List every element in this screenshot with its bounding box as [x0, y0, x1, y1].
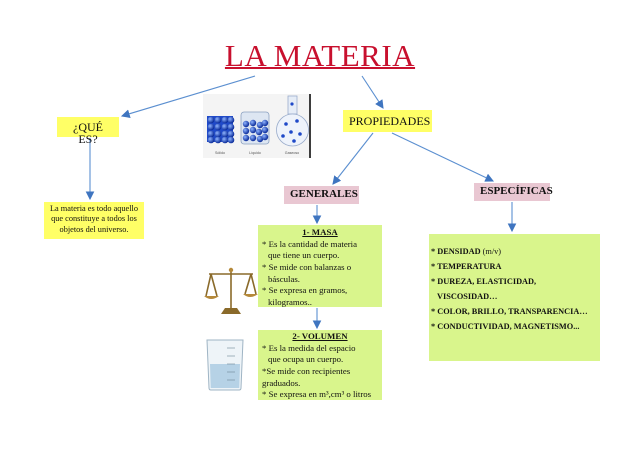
generales-box: GENERALES [284, 186, 359, 204]
masa-line: * Se expresa en gramos, [262, 285, 348, 296]
especificas-list-box: * DENSIDAD (m/v) * TEMPERATURA * DUREZA,… [429, 234, 600, 361]
caption-gaseoso: Gaseoso [285, 151, 299, 155]
states-of-matter-image: Sólido Líquido Gaseoso [203, 94, 311, 158]
masa-box: 1- MASA * Es la cantidad de materia que … [258, 225, 382, 307]
volumen-line: *Se mide con recipientes [262, 366, 351, 377]
arrow-propiedades-to-generales [332, 132, 374, 185]
masa-line: básculas. [268, 273, 301, 284]
arrow-propiedades-to-especificas [391, 132, 494, 182]
caption-liquido: Líquido [249, 151, 261, 155]
especificas-item: * TEMPERATURA [431, 262, 502, 272]
volumen-line: graduados. [262, 377, 301, 388]
solid-cube-icon [207, 116, 235, 144]
especificas-item: VISCOSIDAD… [437, 292, 498, 302]
volumen-line: que ocupa un cuerpo. [268, 354, 344, 365]
balance-scale-icon [203, 262, 259, 318]
definition-line: que constituye a todos los [51, 214, 137, 224]
masa-line: kilogramos.. [268, 297, 312, 308]
masa-heading: 1- MASA [302, 227, 338, 237]
page-title: LA MATERIA [224, 38, 416, 73]
gas-flask-icon [276, 95, 309, 147]
que-es-box: ¿QUÉ ES? [57, 117, 119, 145]
especificas-item: * DUREZA, ELASTICIDAD, [431, 277, 537, 287]
arrow-title-to-propiedades [361, 75, 384, 109]
especificas-item: * CONDUCTIVIDAD, MAGNETISMO... [431, 322, 580, 332]
volumen-line: * Es la medida del espacio [262, 342, 356, 353]
especificas-box: ESPECÍFICAS [474, 183, 553, 201]
definition-box: La materia es todo aquello que constituy… [44, 202, 144, 239]
definition-line: La materia es todo aquello [49, 204, 138, 213]
propiedades-box: PROPIEDADES [343, 110, 432, 132]
masa-line: * Se mide con balanzas o [262, 262, 352, 273]
masa-line: que tiene un cuerpo. [268, 250, 340, 261]
graduated-beaker-icon [203, 336, 247, 392]
masa-line: * Es la cantidad de materia [262, 238, 358, 249]
caption-solido: Sólido [215, 151, 225, 155]
especificas-item: * COLOR, BRILLO, TRANSPARENCIA… [431, 307, 588, 317]
especificas-item: * DENSIDAD (m/v) [431, 247, 502, 256]
volumen-line: * Se expresa en m³,cm³ o litros [262, 389, 372, 400]
definition-line: objetos del universo. [59, 224, 129, 234]
liquid-beaker-icon [240, 111, 270, 145]
volumen-heading: 2- VOLUMEN [292, 331, 348, 341]
volumen-box: 2- VOLUMEN * Es la medida del espacio qu… [258, 330, 382, 400]
